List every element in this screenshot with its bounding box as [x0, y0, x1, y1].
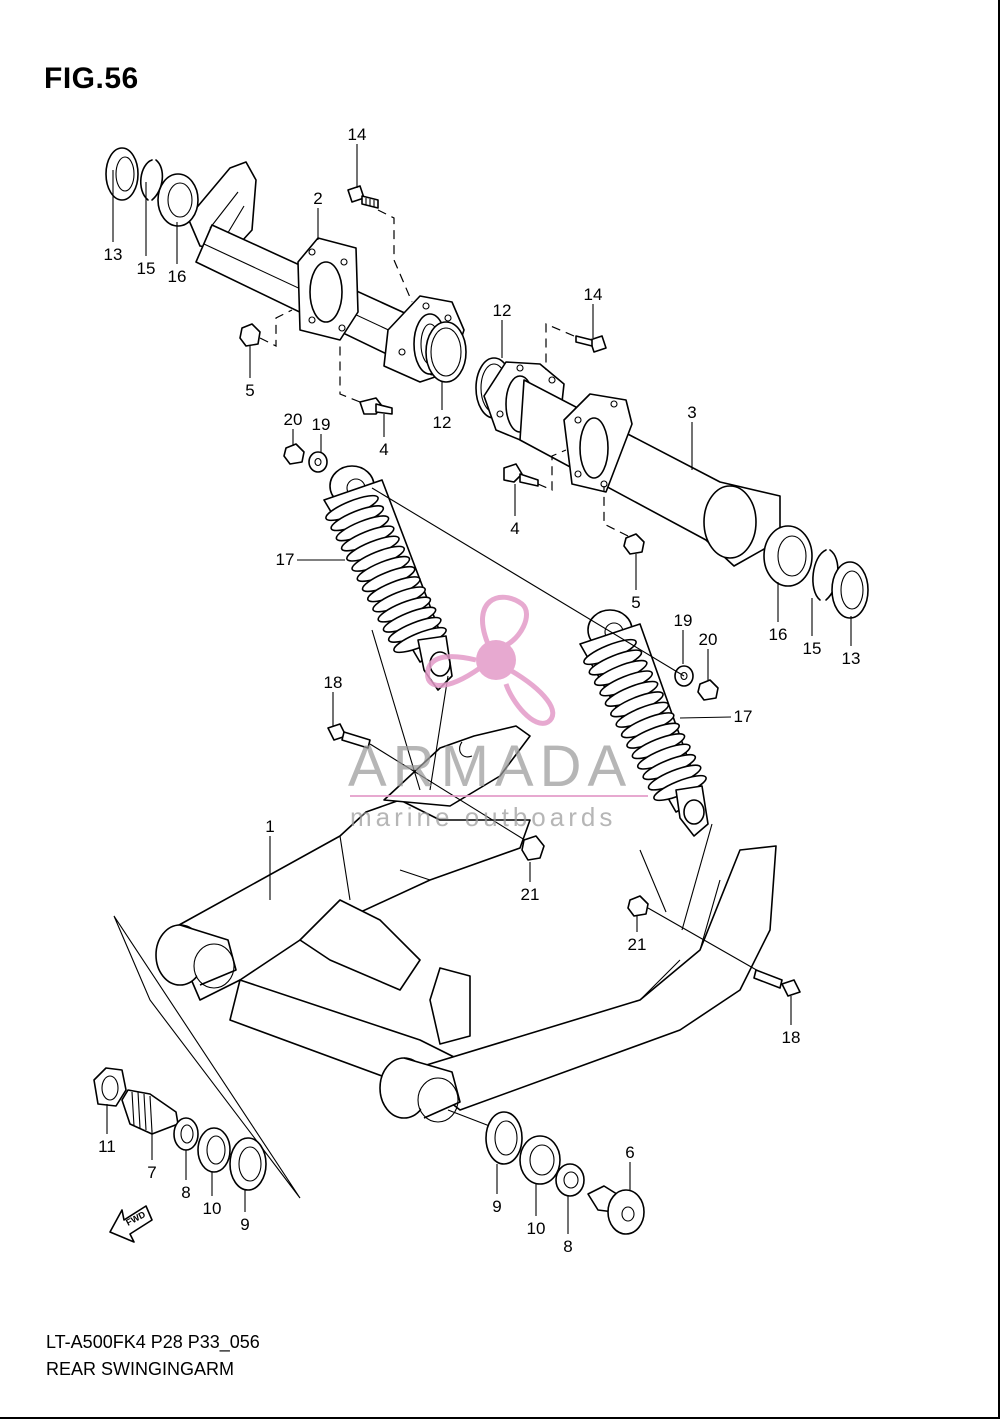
model-code: LT-A500FK4 P28 P33_056 — [46, 1332, 260, 1352]
callout-c9b: 9 — [492, 1197, 501, 1216]
pivot-tube-right[interactable] — [475, 357, 781, 567]
shock-absorber-right[interactable] — [579, 609, 709, 837]
bearing-16-upper-right[interactable] — [763, 525, 813, 587]
callout-c18a: 18 — [324, 673, 343, 692]
swingarm[interactable] — [155, 725, 777, 1123]
nut-20-right[interactable] — [697, 679, 719, 701]
callout-c8b: 8 — [563, 1237, 572, 1256]
callout-c19b: 19 — [674, 611, 693, 630]
bolt-14-upper-right[interactable] — [575, 335, 607, 353]
callout-c18b: 18 — [782, 1028, 801, 1047]
pivot-bolt-7[interactable] — [121, 1089, 179, 1135]
bolt-18-left[interactable] — [327, 723, 371, 749]
nut-20-left[interactable] — [283, 443, 305, 465]
callout-c14a: 14 — [348, 125, 367, 144]
figure-caption: REAR SWINGINGARM — [46, 1359, 235, 1379]
nut-5-upper-right[interactable] — [623, 533, 645, 555]
spacer-8-right[interactable] — [555, 1163, 585, 1197]
callout-c20b: 20 — [699, 630, 718, 649]
callout-c16a: 16 — [168, 267, 187, 286]
seal-10-right[interactable] — [519, 1135, 561, 1185]
callout-c13b: 13 — [842, 649, 861, 668]
callout-c4a: 4 — [379, 440, 388, 459]
bearing-9-left[interactable] — [229, 1137, 267, 1191]
callout-c7: 7 — [147, 1163, 156, 1182]
seal-13-upper-left[interactable] — [105, 147, 139, 201]
callout-c4b: 4 — [510, 519, 519, 538]
callout-c10a: 10 — [203, 1199, 222, 1218]
callout-c12a: 12 — [433, 413, 452, 432]
callout-c20a: 20 — [284, 410, 303, 429]
shock-absorber-left[interactable] — [323, 465, 453, 691]
bearing-9-right[interactable] — [485, 1111, 523, 1165]
nut-5-upper-left[interactable] — [239, 323, 261, 347]
bearing-16-upper-left[interactable] — [157, 173, 199, 227]
pivot-tube-left[interactable] — [187, 161, 467, 383]
callout-c11: 11 — [98, 1137, 116, 1156]
bolt-18-right[interactable] — [753, 969, 801, 997]
propeller-icon — [425, 594, 556, 726]
pivot-shaft-6[interactable] — [587, 1185, 645, 1235]
callout-c15a: 15 — [137, 259, 156, 278]
watermark-brand: ARMADA — [348, 734, 632, 799]
callout-c5a: 5 — [245, 381, 254, 400]
callout-c10b: 10 — [527, 1219, 546, 1238]
callout-c12b: 12 — [493, 301, 512, 320]
callout-c6: 6 — [625, 1143, 634, 1162]
callout-c21b: 21 — [628, 935, 647, 954]
watermark: ARMADA marine outboards — [348, 594, 648, 832]
nut-11[interactable] — [93, 1067, 127, 1107]
callout-c8a: 8 — [181, 1183, 190, 1202]
callout-c21a: 21 — [521, 885, 540, 904]
washer-19-left[interactable] — [308, 451, 328, 473]
callout-c5b: 5 — [631, 593, 640, 612]
spacer-8-left[interactable] — [173, 1117, 199, 1151]
fwd-arrow-icon: FWD — [109, 1205, 153, 1243]
nut-21-right[interactable] — [627, 895, 649, 917]
seal-10-left[interactable] — [197, 1127, 231, 1173]
callout-c13a: 13 — [104, 245, 123, 264]
callout-c1: 1 — [265, 817, 274, 836]
leader-line-c17b — [679, 716, 732, 719]
callout-c19a: 19 — [312, 415, 331, 434]
callout-c2: 2 — [313, 189, 322, 208]
bolt-14-upper-left[interactable] — [347, 185, 379, 209]
callout-c17b: 17 — [734, 707, 753, 726]
watermark-tagline: marine outboards — [350, 802, 616, 832]
seal-13-upper-right[interactable] — [831, 561, 869, 619]
callout-c15b: 15 — [803, 639, 822, 658]
figure-title: FIG.56 — [44, 62, 139, 95]
callout-c9a: 9 — [240, 1215, 249, 1234]
callout-c14b: 14 — [584, 285, 603, 304]
bolt-4-upper-right[interactable] — [503, 463, 539, 487]
nut-21-left[interactable] — [521, 835, 545, 861]
callout-c16b: 16 — [769, 625, 788, 644]
bolt-4-upper-left[interactable] — [359, 397, 393, 415]
callout-c17a: 17 — [276, 550, 295, 569]
callout-c3: 3 — [687, 403, 696, 422]
